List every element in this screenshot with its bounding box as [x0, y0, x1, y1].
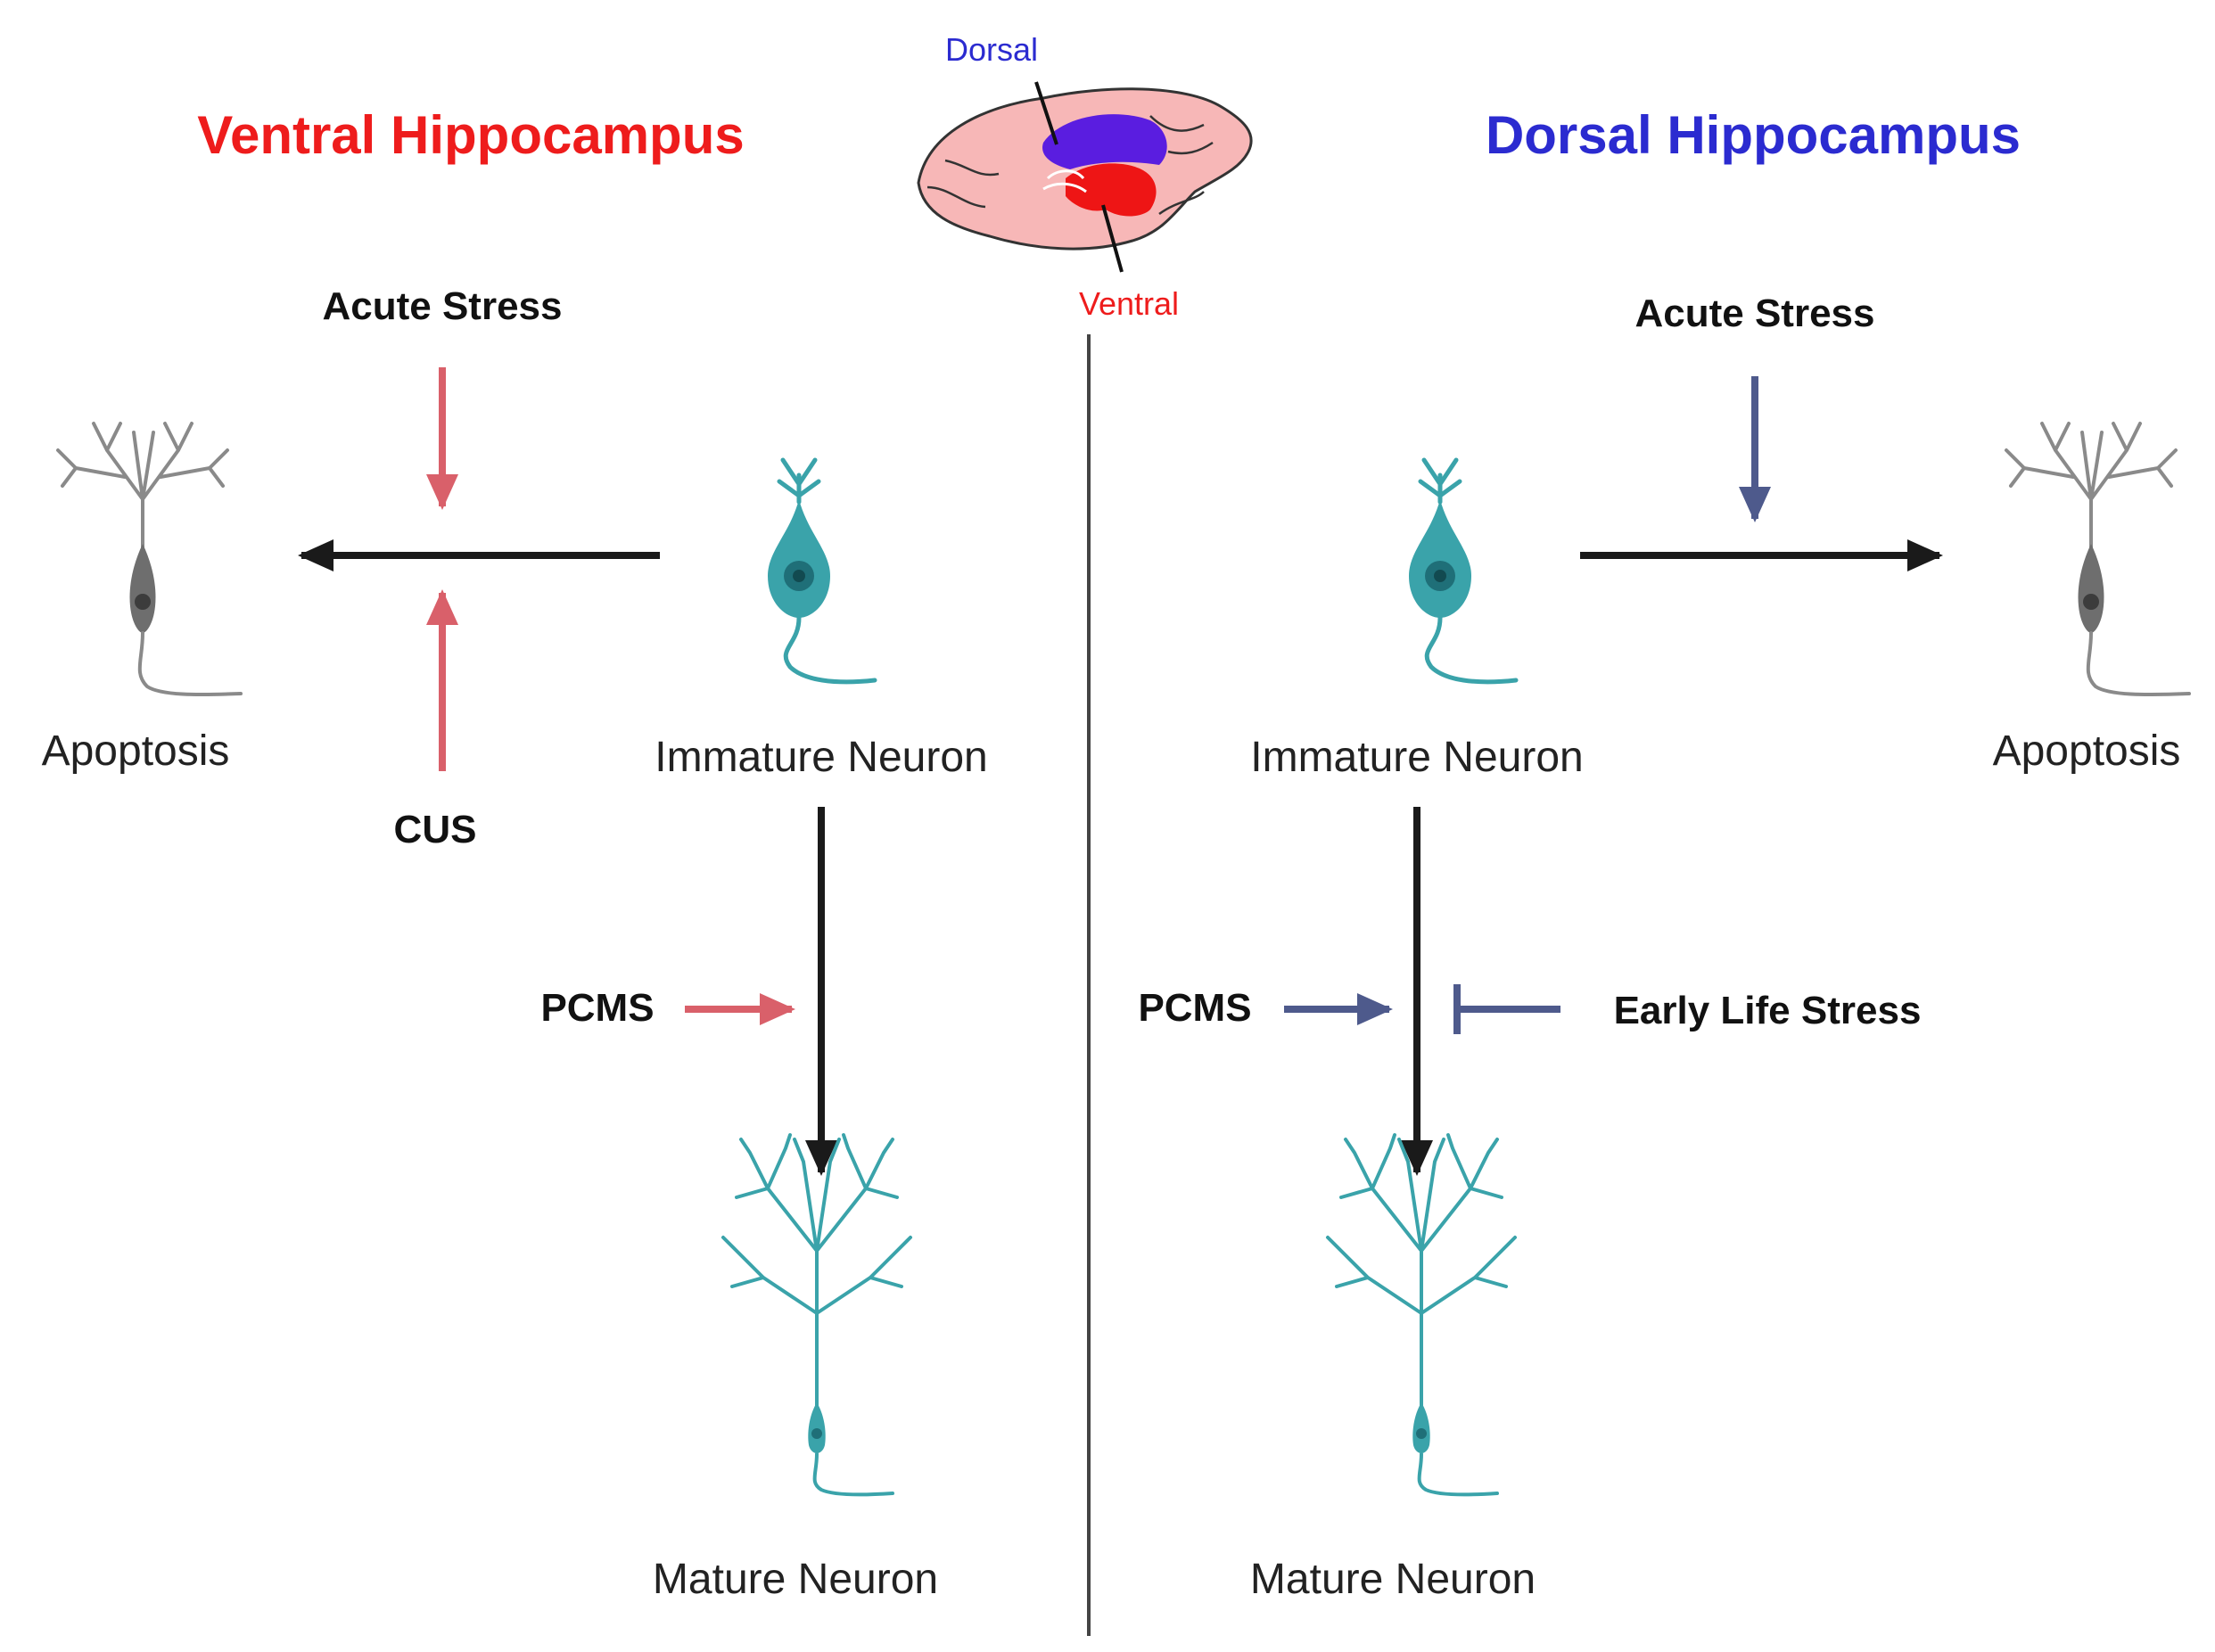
apoptotic-neuron-icon [2005, 422, 2191, 697]
ventral-acute-stress-label: Acute Stress [322, 284, 562, 328]
ventral-pcms-label: PCMS [540, 986, 654, 1030]
immature-neuron-icon [1409, 460, 1516, 682]
ventral-apoptosis-label: Apoptosis [42, 727, 230, 775]
ventral-mature-label: Mature Neuron [653, 1556, 938, 1603]
dorsal-immature-label: Immature Neuron [1250, 734, 1583, 781]
mature-neuron-icon [721, 1133, 912, 1497]
dorsal-early-life-stress-label: Early Life Stress [1614, 989, 1922, 1032]
brain-ventral-label: Ventral [1079, 285, 1179, 322]
dorsal-mature-label: Mature Neuron [1250, 1556, 1536, 1603]
dorsal-early-life-stress-inhibitor [1453, 984, 1560, 1034]
ventral-pointer-line [1101, 204, 1124, 273]
apoptotic-neuron-icon [56, 422, 243, 697]
dorsal-apoptosis-label: Apoptosis [1993, 727, 2181, 775]
brain-dorsal-label: Dorsal [945, 31, 1038, 68]
ventral-cus-label: CUS [394, 808, 477, 851]
dorsal-pcms-label: PCMS [1138, 986, 1251, 1030]
ventral-title: Ventral Hippocampus [197, 105, 744, 165]
mature-neuron-icon [1326, 1133, 1517, 1497]
immature-neuron-icon [768, 460, 875, 682]
rat-brain-icon [917, 81, 1253, 273]
dorsal-title: Dorsal Hippocampus [1486, 105, 2021, 165]
ventral-immature-label: Immature Neuron [655, 734, 987, 781]
dorsal-pointer-line [1034, 81, 1058, 145]
dorsal-acute-stress-label: Acute Stress [1634, 292, 1874, 335]
